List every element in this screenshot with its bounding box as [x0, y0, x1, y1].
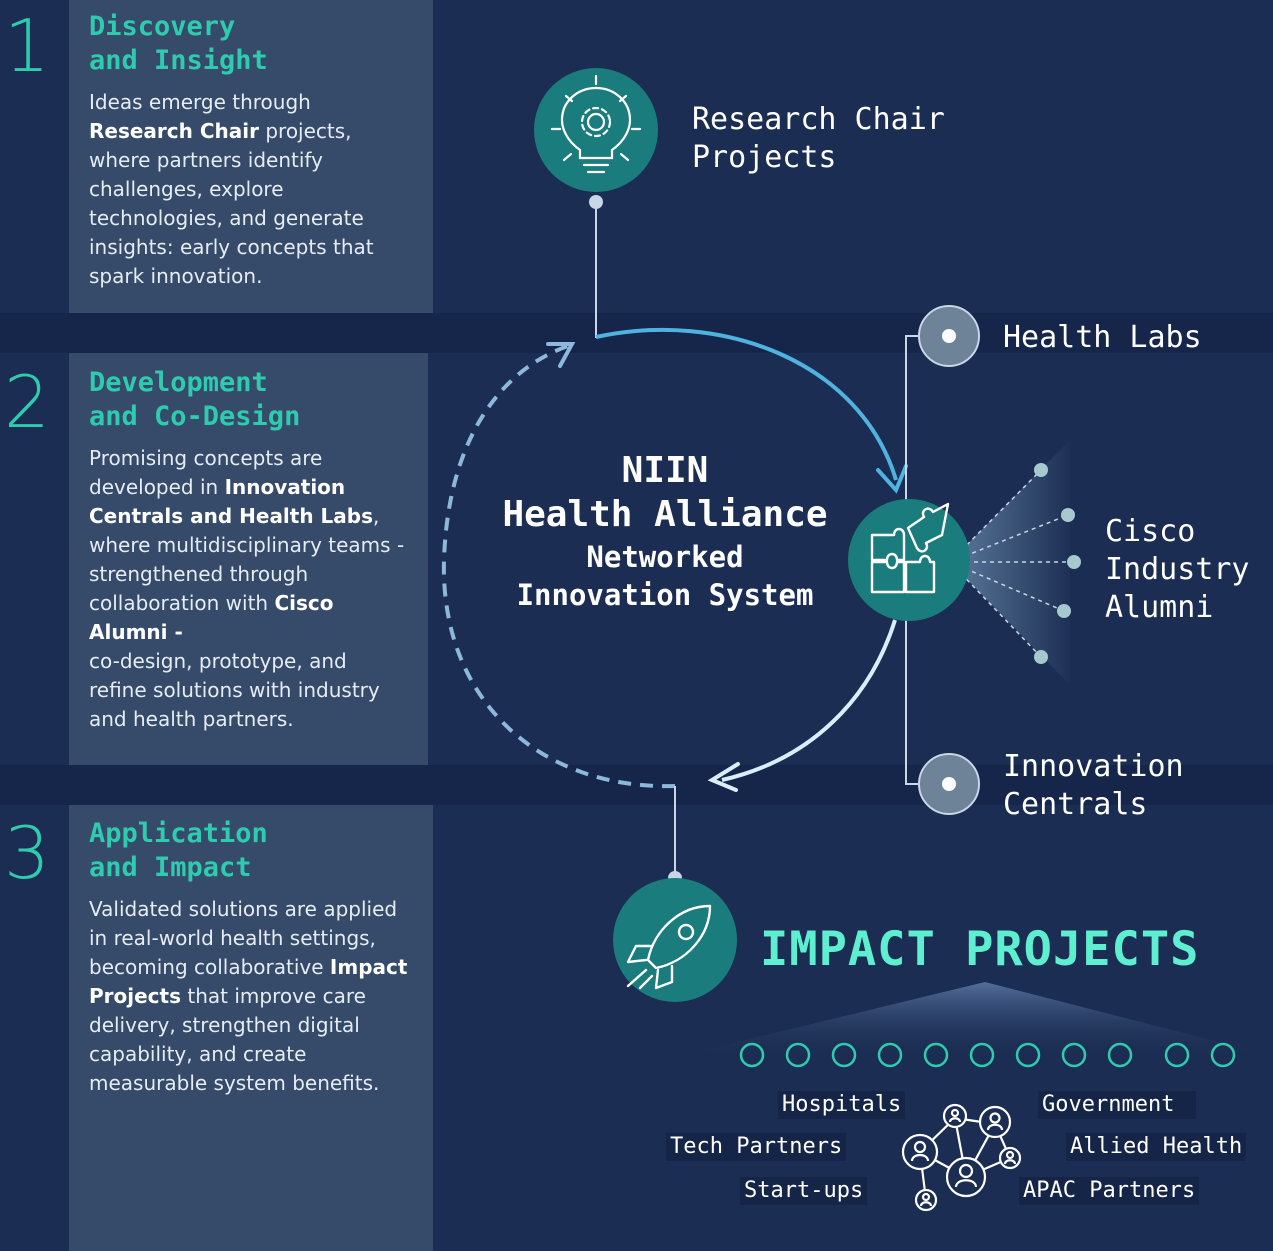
health-labs-label: Health Labs	[1003, 320, 1202, 355]
cycle-arc-bottom	[721, 619, 897, 782]
stage-3-text: Validated solutions are applied in real-…	[89, 897, 408, 1095]
health-labs-node	[918, 305, 980, 367]
center-title-line2: Health Alliance	[502, 494, 828, 535]
center-title-line4: Innovation System	[516, 578, 814, 612]
partner-startups: Start-ups	[740, 1177, 868, 1205]
cycle-arc-top	[595, 327, 898, 481]
band-1	[0, 313, 1273, 353]
partner-hospitals: Hospitals	[778, 1091, 906, 1119]
band-2	[0, 765, 1273, 805]
cisco-fan	[949, 440, 1081, 685]
center-title-line3: Networked	[586, 540, 744, 574]
cycle-arc-bottom-arrowhead	[707, 762, 740, 792]
partner-allied-health: Allied Health	[1066, 1133, 1247, 1161]
impact-dots-row	[739, 1042, 1236, 1068]
innovation-centrals-bracket	[905, 620, 925, 785]
stage-3-panel	[69, 805, 433, 1251]
rocket-icon	[613, 878, 737, 1002]
impact-pyramid	[680, 982, 1273, 1056]
cycle-arc-dashed	[441, 344, 676, 789]
puzzle-icon	[848, 499, 970, 621]
partner-government: Government	[1038, 1091, 1197, 1119]
people-network-icon	[901, 1103, 1022, 1212]
cycle-arc-dashed-arrowhead	[546, 342, 576, 368]
research-chair-connector-dot	[589, 195, 603, 209]
lightbulb-gear-icon	[534, 68, 658, 192]
stage-1-panel	[69, 0, 433, 313]
impact-projects-title: IMPACT PROJECTS	[760, 922, 1200, 977]
stage-2-text: Promising concepts are developed in Inno…	[89, 446, 405, 731]
stage-2-number: 2	[4, 360, 50, 444]
health-labs-bracket	[905, 335, 925, 500]
center-title-line1: NIIN	[621, 450, 709, 491]
stage-2-panel	[69, 353, 428, 765]
stage-1-number: 1	[4, 4, 50, 88]
partner-apac: APAC Partners	[1019, 1177, 1200, 1205]
partner-tech: Tech Partners	[666, 1133, 847, 1161]
innovation-centrals-node	[918, 753, 980, 815]
stage-3-number: 3	[4, 811, 50, 895]
stage-1-text: Ideas emerge through Research Chair proj…	[89, 90, 374, 288]
cycle-arc-top-arrowhead	[876, 464, 908, 494]
